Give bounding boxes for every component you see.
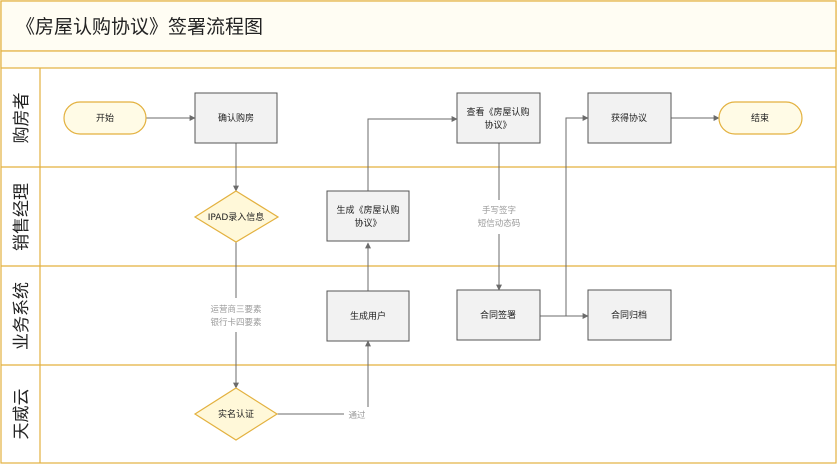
- view-agreement-label-line2: 协议》: [484, 119, 511, 131]
- start-node: [63, 101, 147, 135]
- end-node-label: 结束: [751, 112, 769, 124]
- end-node: [718, 101, 803, 135]
- contract-archive-node: [587, 289, 672, 341]
- generate-agreement-label-line2: 协议》: [354, 217, 381, 229]
- contract-sign-node: [456, 289, 541, 341]
- confirm-purchase-node: [194, 92, 278, 144]
- view-agreement-node: [456, 92, 541, 144]
- ipad-entry-decision: [193, 190, 280, 243]
- edge-label-bank-card: 银行卡四要素: [210, 317, 262, 328]
- contract-sign-label: 合同签署: [480, 309, 516, 321]
- lane-label-buyer: 购房者: [12, 93, 32, 144]
- header-strip: [0, 50, 837, 69]
- lane-label-business-system: 业务系统: [12, 282, 32, 350]
- id-verify-label: 实名认证: [218, 408, 254, 420]
- ipad-entry-label: IPAD录入信息: [208, 211, 265, 223]
- create-user-node: [326, 290, 410, 342]
- edge-label-handwriting: 手写签字: [482, 205, 516, 216]
- edge-label-bg: [344, 407, 370, 421]
- view-agreement-label-line1: 查看《房屋认购: [466, 106, 529, 118]
- generate-agreement-label-line1: 生成《房屋认购: [336, 204, 399, 216]
- diagram-title: 《房屋认购协议》签署流程图: [16, 16, 263, 38]
- edge-label-sms-code: 短信动态码: [478, 218, 521, 229]
- contract-archive-label: 合同归档: [611, 309, 647, 321]
- title-bar: [0, 0, 837, 52]
- lane-label-tianwei-cloud: 天威云: [12, 389, 32, 440]
- edge-label-bg: [470, 200, 530, 234]
- edge-label-bg: [201, 298, 271, 332]
- confirm-purchase-label: 确认购房: [218, 112, 254, 124]
- generate-agreement-node: [326, 190, 410, 242]
- lane-label-sales-manager: 销售经理: [12, 183, 32, 251]
- start-node-label: 开始: [96, 112, 114, 124]
- id-verify-decision: [193, 387, 279, 441]
- edge-label-passed: 通过: [348, 410, 366, 421]
- edge-sign-to-get-agreement: [540, 115, 589, 317]
- edge-label-operator: 运营商三要素: [210, 304, 262, 315]
- get-agreement-label: 获得协议: [611, 112, 647, 124]
- get-agreement-node: [587, 92, 672, 144]
- edge-generate-to-view: [367, 116, 458, 191]
- create-user-label: 生成用户: [350, 310, 386, 322]
